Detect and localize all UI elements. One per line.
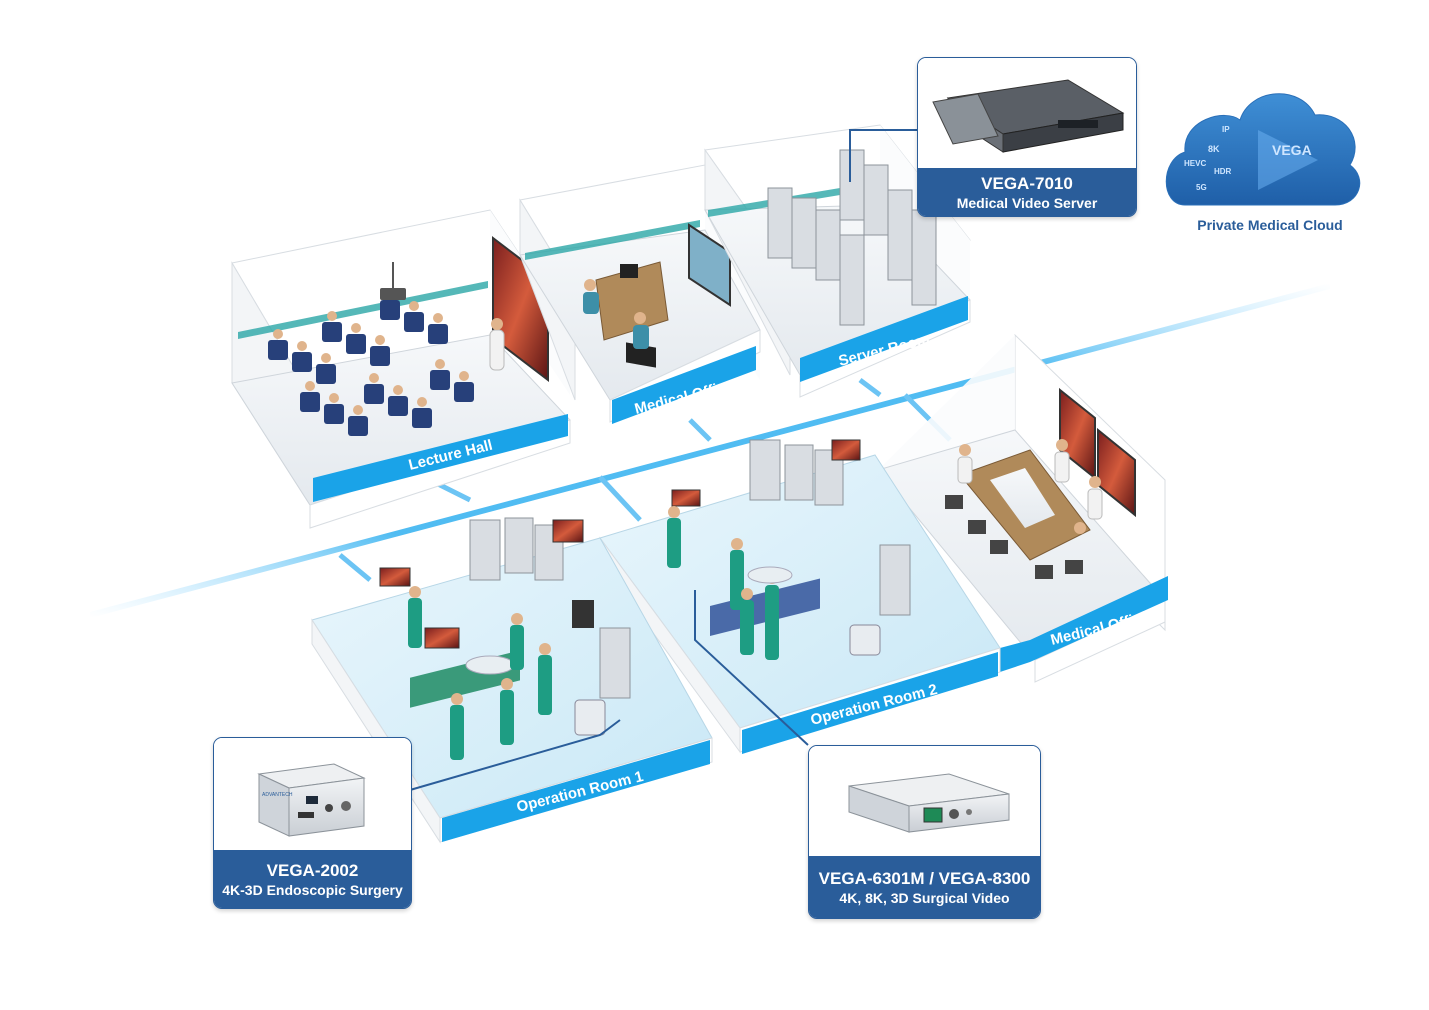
lecture-hall-label-band xyxy=(313,414,568,502)
vega-2002-card: ADVANTECH VEGA-2002 4K-3D Endoscopic Sur… xyxy=(213,737,412,909)
operation-room-2-label-band xyxy=(742,652,998,754)
medical-office-top-room: Medical Office xyxy=(519,164,761,424)
or2-monitor-2 xyxy=(671,489,701,507)
office-desk xyxy=(595,261,669,341)
operation-room-2: Operation Room 2 xyxy=(599,439,1001,754)
medical-office-right-room: Medical Office xyxy=(877,333,1168,683)
vega-2002-brand-mark: ADVANTECH xyxy=(262,792,293,798)
right-office-screen-2 xyxy=(1097,427,1136,518)
private-medical-cloud: IP 8K HEVC HDR 5G VEGA xyxy=(1165,93,1361,206)
vega-2002-model: VEGA-2002 xyxy=(266,860,359,880)
server-room: Server Room xyxy=(704,124,971,398)
or1-monitor-3 xyxy=(424,627,460,649)
cloud-word-8k: 8K xyxy=(1208,144,1220,154)
lecture-hall-room: Lecture Hall xyxy=(231,209,571,529)
operation-room-1-label-band xyxy=(442,740,710,842)
server-rack-group xyxy=(767,149,937,326)
operation-room-1: Operation Room 1 xyxy=(311,517,713,844)
vega-6301m-caption: VEGA-6301M / VEGA-8300 4K, 8K, 3D Surgic… xyxy=(809,856,1040,918)
vega-7010-photo xyxy=(918,58,1136,166)
cloud-word-hdr: HDR xyxy=(1214,167,1232,176)
server-room-label-band xyxy=(800,296,968,382)
office-monitor-icon xyxy=(620,264,638,278)
vega-2002-caption: VEGA-2002 4K-3D Endoscopic Surgery xyxy=(214,850,411,908)
or1-monitor-2 xyxy=(379,567,411,587)
medical-office-right-label-band xyxy=(1000,576,1168,672)
vega-7010-caption: VEGA-7010 Medical Video Server xyxy=(918,168,1136,216)
office-worker-figure xyxy=(583,292,599,314)
vega-7010-card: VEGA-7010 Medical Video Server xyxy=(917,57,1137,217)
vega-2002-connector xyxy=(409,719,621,791)
or2-cart xyxy=(849,624,881,656)
vega-6301m-desc: 4K, 8K, 3D Surgical Video xyxy=(839,889,1010,906)
cloud-word-hevc: HEVC xyxy=(1184,159,1206,168)
or2-monitor-1 xyxy=(831,439,861,461)
vega-6301m-model: VEGA-6301M / VEGA-8300 xyxy=(818,868,1031,888)
cloud-label: Private Medical Cloud xyxy=(1197,217,1343,233)
network-branches xyxy=(338,378,952,582)
vega-7010-desc: Medical Video Server xyxy=(956,194,1098,211)
vega-2002-desc: 4K-3D Endoscopic Surgery xyxy=(222,881,403,898)
vega-6301m-connector xyxy=(694,590,809,746)
vega-6301m-photo xyxy=(809,746,1040,856)
vega-7010-model: VEGA-7010 xyxy=(981,173,1073,193)
cloud-vega-badge: VEGA xyxy=(1272,142,1312,158)
office-wall-screen xyxy=(688,223,731,307)
vega-2002-photo: ADVANTECH xyxy=(214,738,411,850)
or1-equipment-boom xyxy=(572,600,594,628)
or1-monitor-1 xyxy=(552,519,584,543)
medical-office-top-label-band xyxy=(612,346,756,424)
projector-icon xyxy=(380,288,406,300)
or1-cart xyxy=(574,699,606,736)
vega-7010-connector xyxy=(849,129,918,182)
cloud-word-5g: 5G xyxy=(1196,183,1207,192)
cloud-word-ip: IP xyxy=(1222,125,1230,134)
lecturer-figure xyxy=(489,329,505,371)
vega-6301m-card: VEGA-6301M / VEGA-8300 4K, 8K, 3D Surgic… xyxy=(808,745,1041,919)
play-triangle-icon xyxy=(1258,130,1318,190)
